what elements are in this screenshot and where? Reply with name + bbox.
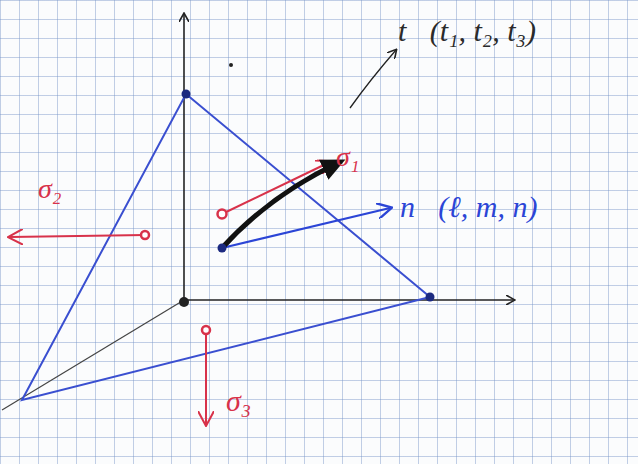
stress-label: σ₂ — [36, 174, 64, 205]
normal-arrow — [222, 208, 390, 248]
stress-dot — [202, 326, 210, 334]
y-axis — [184, 299, 514, 301]
stress-arrow — [205, 332, 207, 424]
normal-label: n⃗(ℓ, m, n) — [398, 190, 539, 223]
tetrahedron-face — [22, 94, 430, 400]
stress-arrow — [10, 235, 145, 237]
origin-dot — [179, 297, 189, 307]
stray-dot — [229, 63, 233, 67]
stress-dot — [141, 231, 149, 239]
x-axis — [2, 300, 184, 410]
vertex-dot — [182, 90, 191, 99]
z-axis — [183, 14, 185, 300]
traction-label: t⃗(t₁, t₂, t₃) — [396, 14, 538, 47]
traction-direction — [350, 50, 396, 108]
stress-dot — [218, 210, 227, 219]
stress-label: σ₃ — [224, 384, 253, 417]
stress-arrow — [222, 162, 330, 214]
vertex-dot — [426, 293, 435, 302]
face-point — [218, 244, 227, 253]
traction-arrow — [222, 162, 340, 248]
stress-label: σ₁ — [334, 142, 362, 173]
